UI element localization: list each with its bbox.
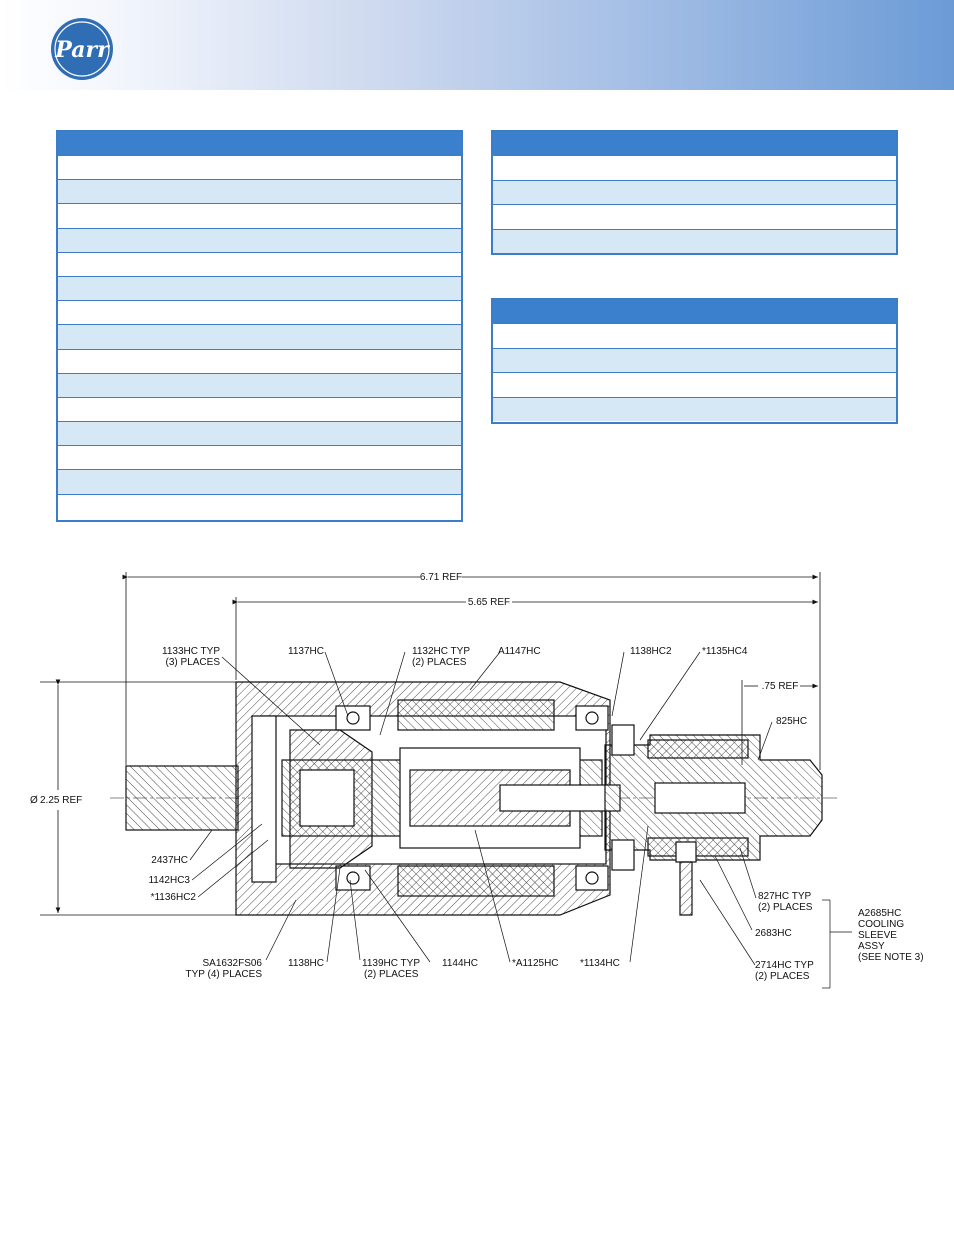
page-header: Parr <box>0 0 954 90</box>
svg-text:Parr: Parr <box>54 37 110 63</box>
table-row <box>58 275 461 301</box>
table-row <box>58 300 461 325</box>
label-a1125hc: *A1125HC <box>512 958 559 969</box>
table-row <box>58 155 461 180</box>
label-a2685hc: A2685HC <box>858 908 901 919</box>
table-row <box>58 348 461 373</box>
dim-inner: 5.65 REF <box>468 597 510 608</box>
label-1135hc4: *1135HC4 <box>702 646 748 657</box>
table-row <box>493 347 896 373</box>
dim-cap: .75 REF <box>762 681 799 692</box>
parr-logo: Parr <box>51 18 113 80</box>
label-1142hc3: 1142HC3 <box>148 875 190 886</box>
assembly-drawing: 6.71 REF 5.65 REF .75 REF Ø 2.25 REF <box>30 572 924 989</box>
table-row <box>58 227 461 252</box>
diameter-symbol: Ø <box>30 795 38 806</box>
label-1136hc2: *1136HC2 <box>151 892 197 903</box>
table-row <box>493 179 896 204</box>
label-827hc-places: (2) PLACES <box>758 902 813 913</box>
label-1144hc: 1144HC <box>442 958 478 969</box>
table-row <box>58 324 461 349</box>
label-827hc: 827HC TYP <box>758 891 812 902</box>
table-row <box>493 204 896 229</box>
label-1139hc-places: (2) PLACES <box>364 969 419 980</box>
label-1138hc: 1138HC <box>288 958 324 969</box>
label-1137hc: 1137HC <box>288 646 324 657</box>
dim-overall: 6.71 REF <box>420 572 462 583</box>
label-1133hc-places: (3) PLACES <box>166 657 221 668</box>
label-1134hc: *1134HC <box>580 958 620 969</box>
label-a1147hc: A1147HC <box>498 646 541 657</box>
table-row <box>58 445 461 470</box>
label-a2685hc-assy: ASSY <box>858 941 885 952</box>
table-row <box>58 421 461 446</box>
label-a2685hc-sleeve: SLEEVE <box>858 930 897 941</box>
label-2437hc: 2437HC <box>151 855 188 866</box>
table-row <box>493 396 896 422</box>
label-2714hc-places: (2) PLACES <box>755 971 810 982</box>
table-header <box>493 300 896 323</box>
table-row <box>58 251 461 276</box>
table-row <box>58 203 461 228</box>
label-1139hc: 1139HC TYP <box>362 958 420 969</box>
label-a2685hc-note: (SEE NOTE 3) <box>858 952 924 963</box>
table-row <box>58 469 461 494</box>
label-1132hc-places: (2) PLACES <box>412 657 467 668</box>
table-row <box>493 228 896 253</box>
table-row <box>58 372 461 397</box>
label-a2685hc-cooling: COOLING <box>858 919 904 930</box>
table-header <box>58 132 461 155</box>
label-sa1632fs06: SA1632FS06 <box>203 958 263 969</box>
table-row <box>493 323 896 348</box>
table-header <box>493 132 896 155</box>
label-1133hc: 1133HC TYP <box>162 646 220 657</box>
table-row <box>493 372 896 397</box>
label-1138hc2: 1138HC2 <box>630 646 672 657</box>
table-row <box>58 179 461 204</box>
table-row <box>493 155 896 180</box>
parts-table-right-top <box>491 130 898 255</box>
table-row <box>58 396 461 422</box>
table-row <box>58 493 461 518</box>
label-2683hc: 2683HC <box>755 928 792 939</box>
label-sa1632fs06-places: TYP (4) PLACES <box>185 969 262 980</box>
dim-diameter: 2.25 REF <box>40 795 82 806</box>
parts-table-left <box>56 130 463 522</box>
label-825hc: 825HC <box>776 716 807 727</box>
parts-table-right-bottom <box>491 298 898 424</box>
label-2714hc: 2714HC TYP <box>755 960 814 971</box>
label-1132hc: 1132HC TYP <box>412 646 470 657</box>
